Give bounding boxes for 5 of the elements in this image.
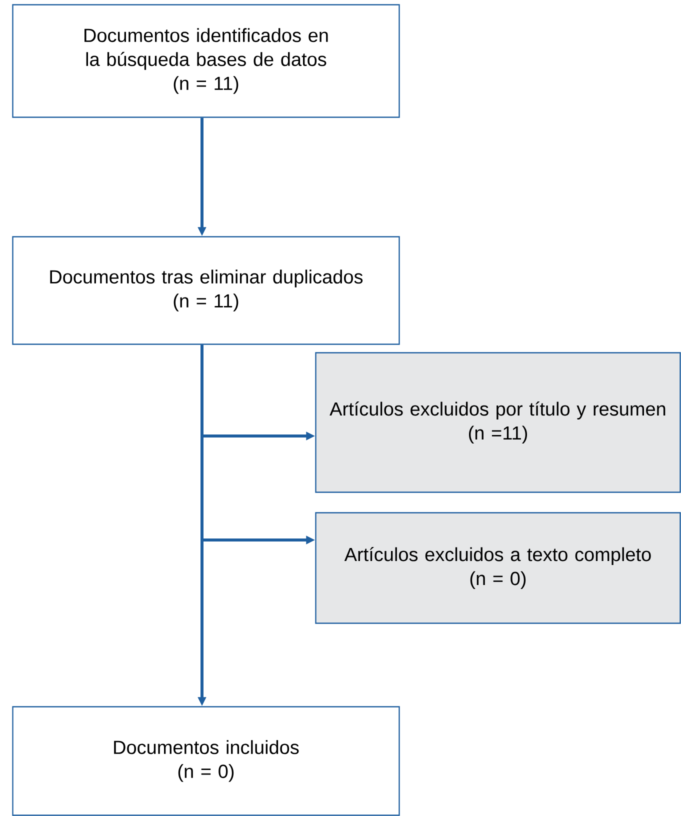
process-box: Artículos excluidos a texto completo (n = 0) — [315, 512, 681, 624]
process-box: Documentos identificados en la búsqueda bases de datos (n = 11) — [12, 4, 400, 118]
process-box: Artículos excluidos por título y resumen (n =11) — [315, 352, 681, 493]
process-box: Documentos incluidos (n = 0) — [12, 706, 400, 816]
process-box: Documentos tras eliminar duplicados (n = 11) — [12, 236, 400, 345]
